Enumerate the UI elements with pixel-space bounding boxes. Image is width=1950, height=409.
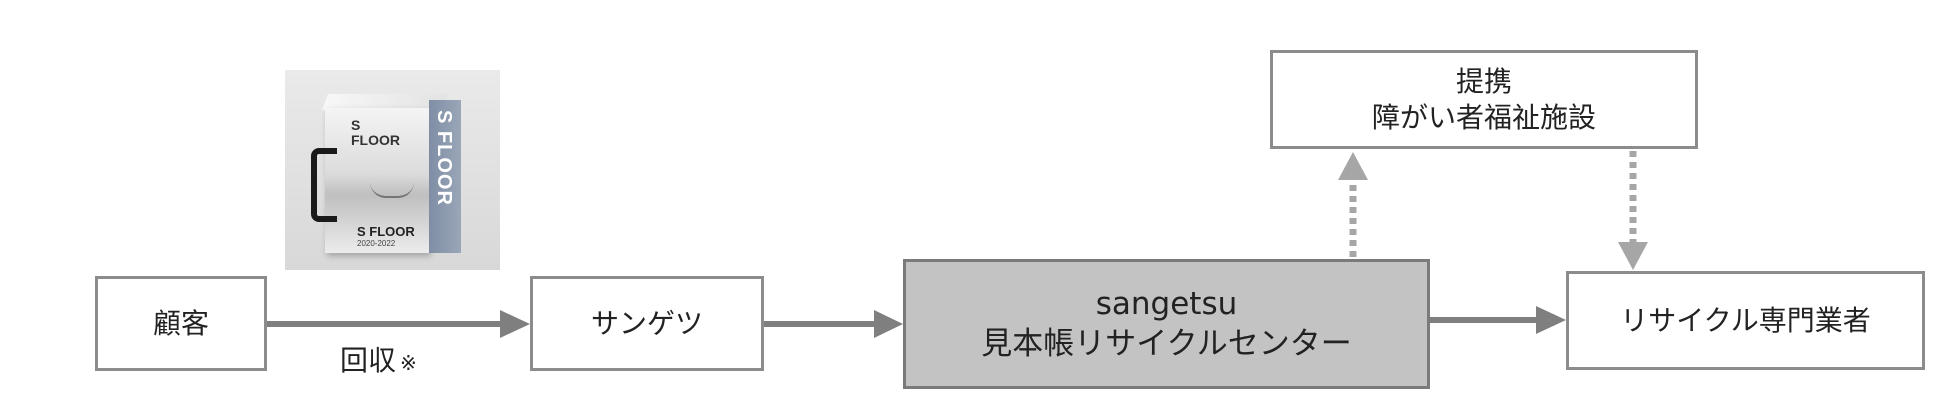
book-front-year: 2020-2022 — [357, 239, 396, 248]
node-customer: 顧客 — [95, 276, 267, 371]
book-front-logo-letter: S — [351, 117, 361, 133]
book-front-logo: S FLOOR — [351, 118, 400, 148]
edge-label-collect-text: 回収 — [340, 344, 397, 377]
book-spine — [429, 100, 461, 253]
node-recycle-center: sangetsu 見本帳リサイクルセンター — [903, 259, 1430, 389]
edge-label-collect-note: ※ — [400, 351, 417, 375]
arrow-customer-to-sangetsu — [267, 310, 530, 338]
node-customer-label: 顧客 — [152, 306, 209, 340]
arrow-center-to-recycler — [1430, 306, 1566, 334]
node-sangetsu-label: サンゲツ — [590, 306, 703, 340]
book-front-logo-word: FLOOR — [351, 132, 400, 148]
node-recycle-center-line1: sangetsu — [1095, 286, 1238, 322]
node-recycler-label: リサイクル専門業者 — [1620, 303, 1871, 337]
arrow-center-to-partner — [1338, 152, 1368, 257]
node-sangetsu: サンゲツ — [530, 276, 764, 371]
book-front-title: S FLOOR — [357, 224, 415, 239]
glasses-icon — [370, 182, 414, 198]
edge-label-collect: 回収※ — [340, 343, 417, 381]
book-handle — [311, 148, 337, 222]
sample-book-image: S FLOOR S FLOOR S FLOOR 2020-2022 — [285, 70, 500, 270]
node-partner-line2: 障がい者福祉施設 — [1371, 100, 1596, 134]
node-partner-facility: 提携 障がい者福祉施設 — [1270, 50, 1698, 149]
arrow-partner-to-recycler — [1618, 151, 1648, 270]
book-front-cover — [325, 108, 429, 253]
arrow-sangetsu-to-center — [764, 310, 903, 338]
node-recycler: リサイクル専門業者 — [1566, 271, 1925, 370]
node-partner-line1: 提携 — [1455, 64, 1512, 98]
node-recycle-center-line2: 見本帳リサイクルセンター — [981, 326, 1352, 362]
book-spine-text: S FLOOR — [433, 110, 455, 206]
